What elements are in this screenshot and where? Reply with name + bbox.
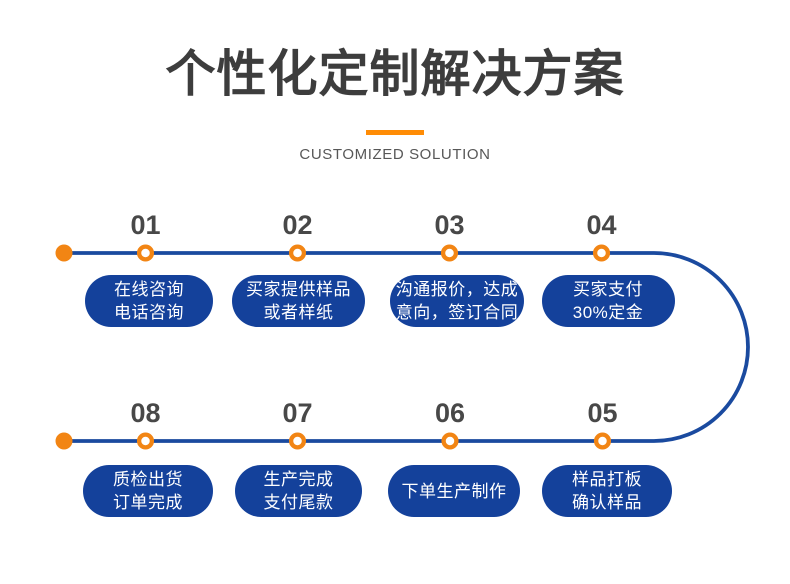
- step-label-line: 买家提供样品: [246, 280, 351, 299]
- page-subtitle: CUSTOMIZED SOLUTION: [299, 145, 491, 163]
- step-label-line: 买家支付: [573, 280, 643, 299]
- step-number: 04: [586, 210, 617, 240]
- step-number: 06: [434, 398, 466, 428]
- step-node-ring-04: [592, 244, 611, 262]
- step-label-box: 生产完成 支付尾款: [235, 465, 362, 517]
- step-number: 03: [434, 210, 465, 240]
- step-node-ring-03: [440, 244, 459, 262]
- flow-end-dot: [55, 432, 73, 450]
- step-label-line: 或者样纸: [263, 303, 334, 322]
- step-node-ring-05: [593, 432, 612, 450]
- step-label-box: 沟通报价，达成 意向，签订合同: [390, 275, 524, 327]
- flow-start-dot: [55, 244, 73, 262]
- step-label-line: 订单完成: [113, 493, 183, 512]
- step-label-box: 下单生产制作: [388, 465, 520, 517]
- step-node-ring-08: [136, 432, 155, 450]
- page-title: 个性化定制解决方案: [165, 46, 625, 102]
- step-label-line: 确认样品: [572, 493, 642, 512]
- flow-path: [64, 251, 750, 443]
- step-number: 08: [130, 398, 161, 428]
- step-label-line: 沟通报价，达成: [395, 280, 519, 299]
- step-label-box: 样品打板 确认样品: [542, 465, 672, 517]
- header: 个性化定制解决方案 CUSTOMIZED SOLUTION: [0, 46, 790, 163]
- step-node-ring-06: [441, 432, 459, 450]
- step-label-box: 在线咨询 电话咨询: [85, 275, 213, 327]
- step-label-line: 质检出货: [113, 470, 183, 489]
- step-number: 07: [282, 398, 313, 428]
- step-label-line: 在线咨询: [114, 280, 184, 299]
- step-node-ring-07: [288, 432, 307, 450]
- step-label-box: 买家提供样品 或者样纸: [232, 275, 365, 327]
- title-accent-bar: [366, 129, 424, 135]
- step-label-box: 买家支付 30%定金: [541, 275, 675, 327]
- step-number: 05: [587, 398, 618, 428]
- step-label-box: 质检出货 订单完成: [83, 465, 213, 517]
- step-node-ring-02: [288, 244, 307, 262]
- step-label-line: 30%定金: [572, 303, 644, 322]
- step-label-line: 样品打板: [572, 470, 642, 489]
- step-number: 02: [282, 210, 313, 240]
- step-label-line: 生产完成: [263, 470, 334, 489]
- step-number: 01: [130, 210, 161, 240]
- step-label-line: 下单生产制作: [401, 481, 507, 501]
- step-label-line: 电话咨询: [114, 303, 184, 322]
- step-label-line: 支付尾款: [263, 493, 334, 512]
- step-label-line: 意向，签订合同: [395, 303, 519, 322]
- step-node-ring-01: [136, 244, 155, 262]
